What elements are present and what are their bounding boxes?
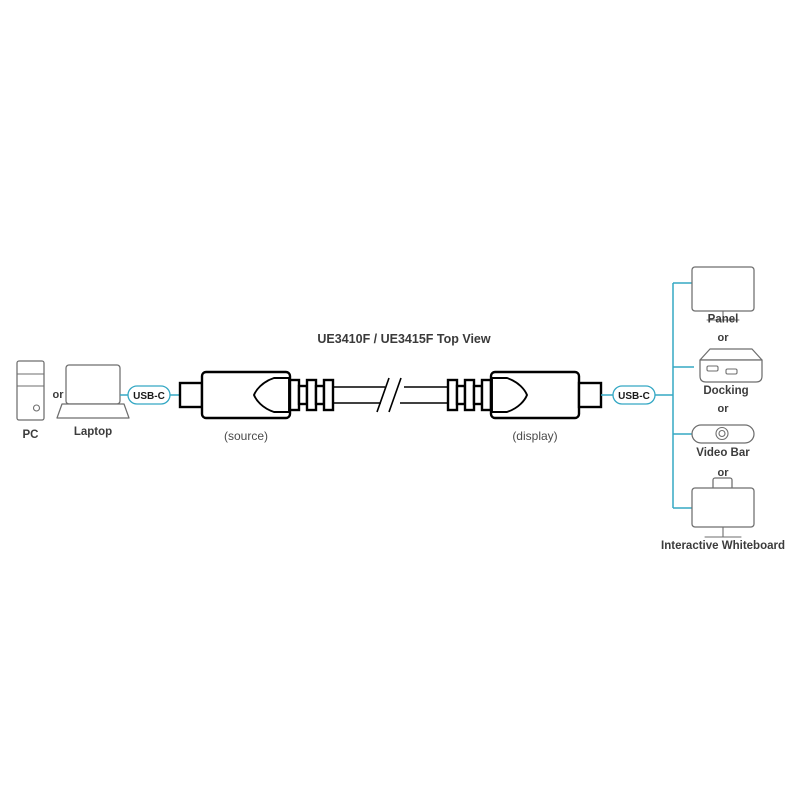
device-pc[interactable]: PC [16,360,45,441]
device-label-interactive-whiteboard: Interactive Whiteboard [661,540,785,552]
display-strain-gap-2 [472,384,484,406]
usb-c-badge-left-label: USB-C [133,391,165,402]
video-bar-lens-inner [718,429,726,438]
pc-power-button-icon [32,404,41,412]
display-connector-label: (display) [512,429,557,443]
usb-c-badge-icon [127,385,171,405]
interactive-whiteboard-icon [691,487,755,528]
display-ferrule-icon [491,377,529,413]
cable-middle-run [333,377,448,413]
device-label-video-bar: Video Bar [696,447,750,459]
display-plug-tip [577,381,603,409]
page-title: UE3410F / UE3415F Top View [317,332,490,346]
source-strain-gap-2 [314,384,326,406]
device-docking[interactable]: Docking [699,348,763,397]
right-separator-or-1: or [718,332,730,344]
source-plug-tip [178,381,204,409]
device-panel[interactable]: Panel [691,266,755,326]
device-interactive-whiteboard[interactable]: Interactive Whiteboard [661,477,785,552]
display-strain-rib-3 [480,378,493,412]
device-label-panel: Panel [708,314,739,326]
source-strain-rib-3 [322,378,335,412]
cable-break-slash-2 [388,377,402,413]
right-separator-or-2: or [718,403,730,415]
usb-c-badge-right[interactable]: USB-C [612,385,656,405]
monitor-icon [691,266,755,312]
left-separator-or: or [53,389,65,401]
docking-port-1 [706,365,719,372]
source-strain-rib-2 [305,378,318,412]
source-strain-rib-1 [288,378,301,412]
device-video-bar[interactable]: Video Bar [691,424,755,459]
docking-port-2 [725,368,738,375]
device-label-laptop: Laptop [74,426,112,438]
pc-tower-icon [16,360,45,421]
source-connector-label: (source) [224,429,268,443]
display-strain-rib-2 [463,378,476,412]
source-ferrule-icon [252,377,290,413]
device-label-pc: PC [23,429,39,441]
display-strain-rib-1 [446,378,459,412]
docking-top-face [699,348,763,361]
video-bar-icon [691,424,755,444]
video-bar-lens-outer [715,426,729,441]
usb-c-badge-left[interactable]: USB-C [127,385,171,405]
cable-source-connector: (source) [178,370,335,443]
device-label-docking: Docking [703,385,748,397]
cable-break-slash-1 [376,377,390,413]
source-strain-gap-1 [297,384,309,406]
device-laptop[interactable]: Laptop [56,364,130,438]
usb-c-badge-icon [612,385,656,405]
display-strain-gap-1 [455,384,467,406]
laptop-icon [65,364,121,405]
right-separator-or-3: or [718,467,730,479]
usb-c-badge-right-label: USB-C [618,391,650,402]
laptop-base [56,403,130,419]
cable-display-connector: (display) [446,370,603,443]
